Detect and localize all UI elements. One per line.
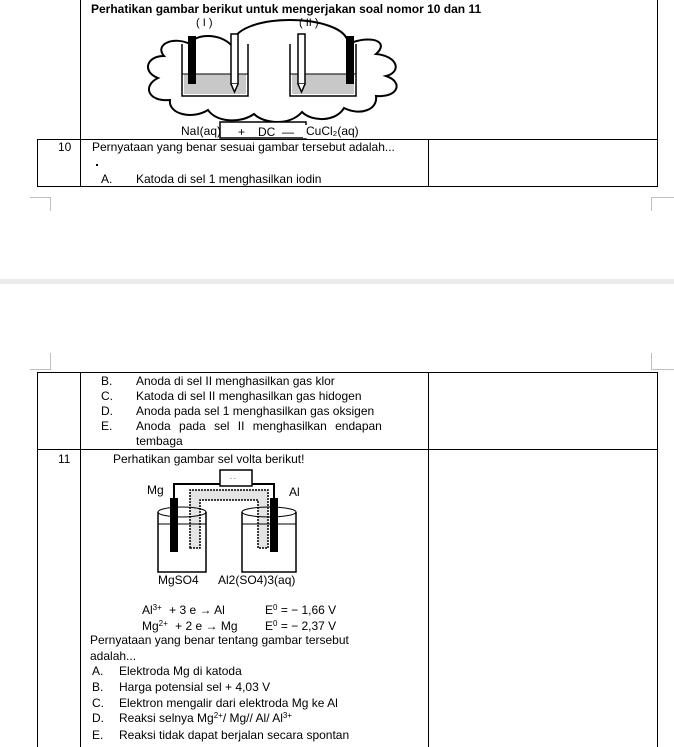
q11-option-d-sup2: 3+ bbox=[282, 711, 292, 720]
q11-stem-line-1: Pernyataan yang benar tentang gambar ter… bbox=[90, 633, 349, 647]
equation-al-potential: E0 = − 1,66 V bbox=[265, 603, 337, 617]
electrode-left-1 bbox=[188, 36, 196, 84]
eq2-value: = − 2,37 V bbox=[280, 619, 337, 633]
q11-option-d-mid: / Mg// Al/ Al bbox=[222, 711, 283, 725]
page-corner-mark bbox=[651, 197, 652, 211]
table-border-right-p2 bbox=[657, 372, 658, 747]
electrolysis-diagram bbox=[147, 18, 398, 139]
question-11-number: 11 bbox=[58, 452, 71, 466]
table-border-mid-p1 bbox=[428, 139, 429, 187]
q11-option-d-letter: D. bbox=[92, 711, 104, 725]
equation-mg-potential: E0 = − 2,37 V bbox=[265, 619, 337, 633]
eq2-zero: 0 bbox=[273, 619, 278, 628]
q11-stem-line-2: adalah... bbox=[90, 649, 137, 663]
electrode-left-2 bbox=[230, 33, 239, 85]
page-corner-mark bbox=[50, 353, 51, 369]
eq2-reaction: + 2 e → Mg bbox=[175, 619, 238, 633]
left-solution-label: NaI(aq) bbox=[181, 124, 222, 138]
mg-electrode-label: Mg bbox=[147, 483, 164, 497]
connecting-wire bbox=[147, 18, 398, 123]
salt-bridge bbox=[189, 489, 269, 549]
table-row-divider-p2 bbox=[37, 449, 658, 450]
q10-option-a-letter: A. bbox=[101, 172, 113, 186]
q10-option-b-letter: B. bbox=[101, 374, 113, 388]
voltaic-cell-diagram: . . bbox=[157, 469, 297, 573]
page-corner-mark bbox=[651, 353, 652, 369]
eq1-species: Al bbox=[142, 603, 153, 617]
list-bullet-dot bbox=[96, 164, 98, 166]
svg-text:. .: . . bbox=[230, 474, 236, 481]
eq2-charge: 2+ bbox=[158, 619, 168, 628]
q11-option-c-letter: C. bbox=[92, 696, 104, 710]
table-border-left-p2 bbox=[37, 372, 38, 747]
eq1-zero: 0 bbox=[273, 603, 278, 612]
q10-option-e-letter: E. bbox=[101, 419, 113, 433]
q10-option-b-text: Anoda di sel II menghasilkan gas klor bbox=[136, 374, 335, 388]
q11-option-e-letter: E. bbox=[92, 728, 104, 742]
table-bottom-p1 bbox=[37, 186, 658, 187]
q10-option-c-text: Katoda di sel II menghasilkan gas hidoge… bbox=[136, 389, 362, 403]
table-border-left-p1 bbox=[80, 0, 81, 187]
mg-electrode bbox=[170, 498, 178, 552]
page-corner-mark bbox=[30, 197, 50, 198]
q10-option-d-letter: D. bbox=[101, 404, 113, 418]
q11-option-e-text: Reaksi tidak dapat berjalan secara spont… bbox=[119, 728, 350, 742]
al-electrode bbox=[270, 498, 278, 552]
beaker-right-liquid bbox=[292, 74, 354, 94]
q10-option-c-letter: C. bbox=[101, 389, 113, 403]
table-border-right-p1 bbox=[657, 0, 658, 187]
page-break-gap bbox=[0, 279, 674, 284]
q11-option-d-text: Reaksi selnya Mg2+/ Mg// Al/ Al3+ bbox=[119, 711, 292, 725]
cell-2-label: ( II ) bbox=[299, 17, 319, 29]
al2so43-label: Al2(SO4)3(aq) bbox=[218, 573, 296, 587]
equation-mg: Mg2+ + 2 e → Mg bbox=[142, 619, 238, 633]
question-10-text: Pernyataan yang benar sesuai gambar ters… bbox=[92, 140, 395, 154]
table-number-col-border-p1 bbox=[37, 139, 38, 187]
q11-option-c-text: Elektron mengalir dari elektroda Mg ke A… bbox=[119, 696, 338, 710]
q11-option-b-text: Harga potensial sel + 4,03 V bbox=[119, 680, 271, 694]
al-electrode-label: Al bbox=[289, 485, 300, 499]
question-11-text: Perhatikan gambar sel volta berikut! bbox=[113, 452, 305, 466]
beaker-left bbox=[157, 512, 207, 573]
q10-option-d-text: Anoda pada sel 1 menghasilkan gas oksige… bbox=[136, 404, 375, 418]
page-corner-mark bbox=[30, 369, 51, 370]
q10-option-a-text: Katoda di sel 1 menghasilkan iodin bbox=[136, 172, 322, 186]
eq1-e: E bbox=[265, 603, 274, 617]
q11-option-b-letter: B. bbox=[92, 680, 104, 694]
dc-minus-label: — bbox=[282, 125, 294, 139]
table-border-mid-p2 bbox=[428, 372, 429, 747]
table-border-numcol-p2 bbox=[80, 372, 81, 747]
eq1-value: = − 1,66 V bbox=[280, 603, 337, 617]
q10-option-e-text: Anoda pada sel II menghasilkan endapan bbox=[136, 419, 382, 433]
cell-1-label: ( I ) bbox=[196, 17, 213, 29]
q11-option-a-letter: A. bbox=[92, 664, 104, 678]
page-corner-mark bbox=[651, 369, 674, 370]
eq2-species: Mg bbox=[142, 619, 159, 633]
q11-option-a-text: Elektroda Mg di katoda bbox=[119, 664, 242, 678]
electrode-right-2 bbox=[346, 36, 354, 84]
q11-option-d-pre: Reaksi selnya Mg bbox=[119, 711, 214, 725]
beaker-right bbox=[289, 44, 357, 97]
q10-option-e-text-cont: tembaga bbox=[136, 434, 183, 448]
electrode-right-1 bbox=[297, 33, 306, 85]
q11-option-d-sup1: 2+ bbox=[213, 711, 223, 720]
eq2-e: E bbox=[265, 619, 274, 633]
page-corner-mark bbox=[50, 197, 51, 211]
mgso4-label: MgSO4 bbox=[158, 573, 199, 587]
eq1-reaction: + 3 e → Al bbox=[169, 603, 225, 617]
beaker-right bbox=[241, 512, 297, 573]
equation-al: Al3+ + 3 e → Al bbox=[142, 603, 225, 617]
beaker-left bbox=[181, 44, 249, 97]
table-top-p2 bbox=[37, 372, 658, 373]
eq1-charge: 3+ bbox=[152, 603, 162, 612]
voltmeter-box bbox=[219, 469, 253, 487]
table-row-divider-p1 bbox=[37, 139, 658, 140]
dc-label: DC bbox=[258, 125, 276, 139]
dc-plus-label: + bbox=[238, 125, 246, 139]
question-10-number: 10 bbox=[58, 140, 72, 154]
right-solution-label: CuCl₂(aq) bbox=[303, 125, 359, 138]
page-corner-mark bbox=[651, 197, 674, 198]
section-header: Perhatikan gambar berikut untuk mengerja… bbox=[91, 2, 482, 16]
